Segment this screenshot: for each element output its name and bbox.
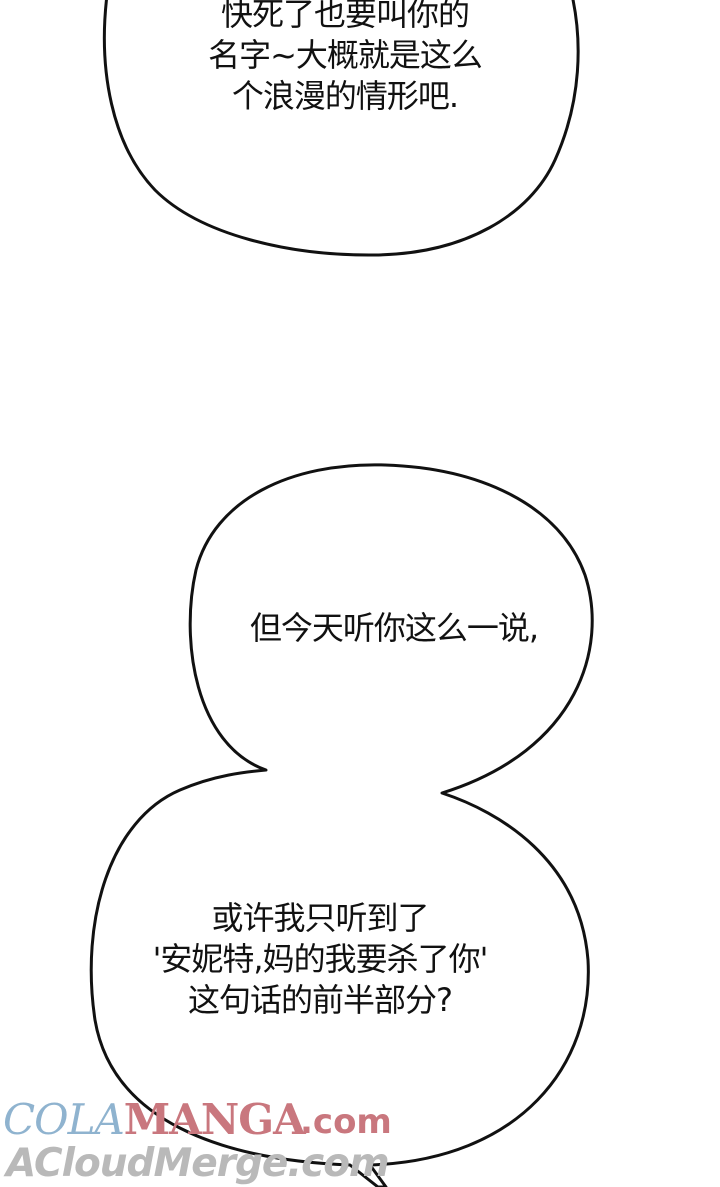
speech-bubble-double-outline (89, 463, 594, 1187)
dialogue-line: 名字~大概就是这么 (208, 36, 483, 74)
dialogue-line: 这句话的前半部分? (188, 981, 453, 1019)
dialogue-line: 个浪漫的情形吧. (231, 77, 459, 115)
watermark-domain: .com (300, 1102, 392, 1142)
speech-bubble-text-1: 快死了也要叫你的 名字~大概就是这么 个浪漫的情形吧. (180, 0, 510, 117)
dialogue-line: 或许我只听到了 (211, 899, 429, 937)
dialogue-line: '安妮特,妈的我要杀了你' (152, 940, 489, 978)
watermark-cola: COLA (3, 1095, 125, 1144)
watermark-acloudmerge: ACloudMerge.com (6, 1141, 390, 1186)
watermark-manga: MANGA (123, 1095, 306, 1144)
dialogue-line: 但今天听你这么一说, (249, 609, 539, 647)
watermark-logo: COLAMANGA (3, 1095, 306, 1144)
speech-bubble-text-3: 或许我只听到了 '安妮特,妈的我要杀了你' 这句话的前半部分? (120, 898, 520, 1021)
speech-bubble-text-2: 但今天听你这么一说, (214, 608, 574, 649)
speech-bubble-top-outline (102, 0, 580, 257)
dialogue-line: 快死了也要叫你的 (220, 0, 470, 33)
